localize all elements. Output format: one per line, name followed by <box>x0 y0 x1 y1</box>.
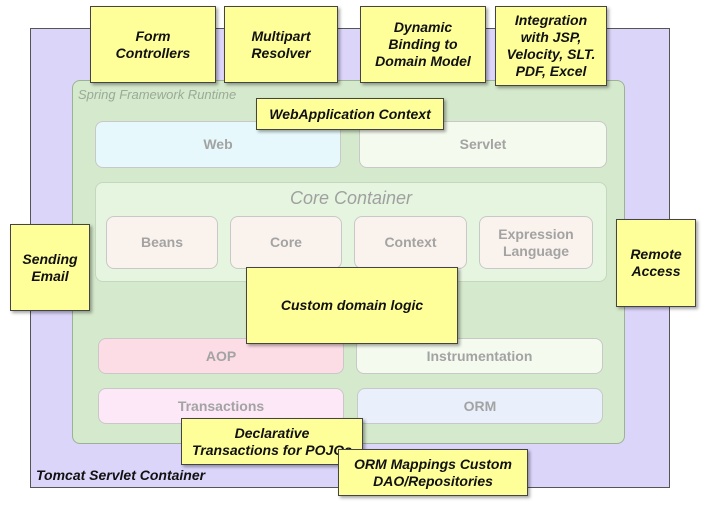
tomcat-container-label: Tomcat Servlet Container <box>36 467 206 483</box>
expression-language-module: Expression Language <box>479 216 593 269</box>
note-form-controllers: Form Controllers <box>90 6 216 83</box>
aop-module: AOP <box>98 338 344 374</box>
beans-module: Beans <box>106 216 218 269</box>
core-module: Core <box>230 216 342 269</box>
context-module: Context <box>354 216 467 269</box>
note-sending-email: Sending Email <box>10 224 90 311</box>
note-multipart-resolver: Multipart Resolver <box>224 6 338 83</box>
note-declarative-transactions: Declarative Transactions for POJOs <box>181 418 363 465</box>
note-remote-access: Remote Access <box>616 219 696 307</box>
instrumentation-module: Instrumentation <box>356 338 603 374</box>
note-webapplication-context: WebApplication Context <box>256 98 444 130</box>
note-dynamic-binding: Dynamic Binding to Domain Model <box>360 6 486 83</box>
core-container-title: Core Container <box>289 188 413 208</box>
web-module: Web <box>95 121 341 168</box>
note-orm-mappings: ORM Mappings Custom DAO/Repositories <box>338 449 528 496</box>
note-integration: Integration with JSP, Velocity, SLT. PDF… <box>495 6 607 86</box>
spring-runtime-label: Spring Framework Runtime <box>78 87 237 102</box>
note-custom-domain-logic: Custom domain logic <box>246 267 458 344</box>
orm-module: ORM <box>357 388 603 424</box>
